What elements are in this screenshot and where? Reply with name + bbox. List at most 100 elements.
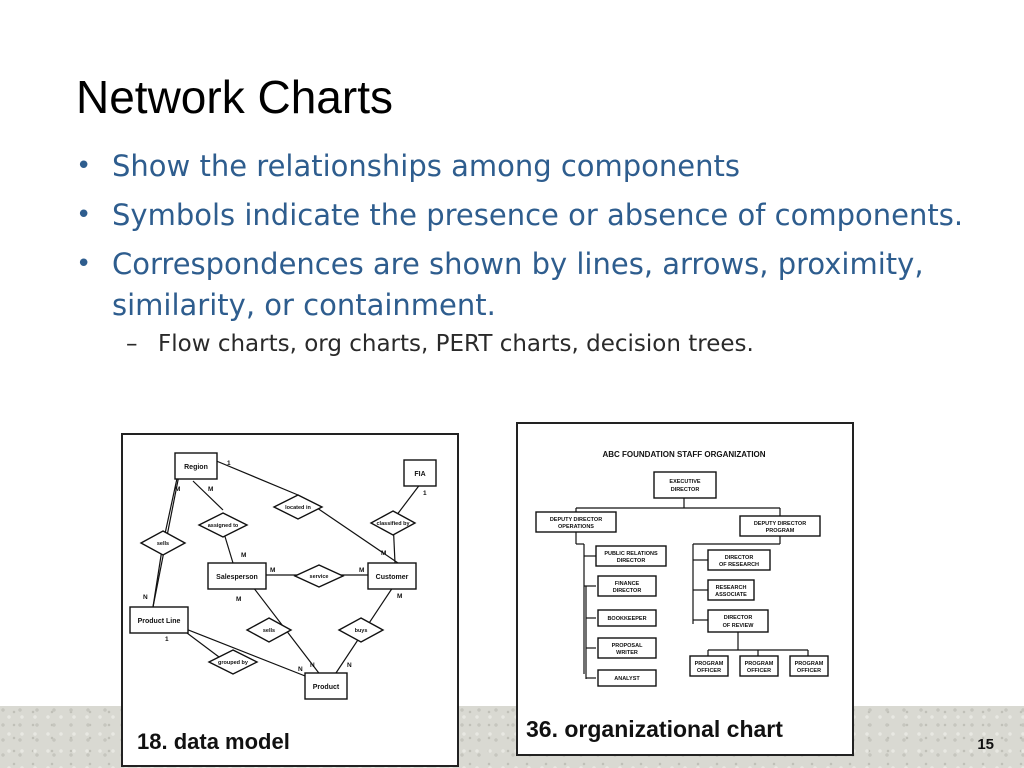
org-box <box>707 609 769 633</box>
bullet-item: • Correspondences are shown by lines, ar… <box>76 244 976 326</box>
multiplicity-label: M <box>241 552 246 559</box>
relation-diamond <box>197 512 249 538</box>
org-box <box>739 655 779 677</box>
entity-box <box>367 562 417 590</box>
relation-label: classified by <box>376 521 410 527</box>
bullet-glyph: • <box>76 200 92 230</box>
entity-label: Product Line <box>138 618 181 625</box>
org-box-label: OFFICER <box>697 668 721 674</box>
entity-box <box>174 452 218 480</box>
page-number: 15 <box>977 736 994 753</box>
relation-diamond <box>293 564 345 588</box>
org-box-label: PROPOSAL <box>612 643 644 649</box>
multiplicity-label: N <box>347 662 352 669</box>
org-box <box>597 637 657 659</box>
multiplicity-label: 1 <box>423 490 427 497</box>
figure-caption: 36. organizational chart <box>526 716 783 742</box>
org-box-label: OFFICER <box>797 668 821 674</box>
org-box-label: DEPUTY DIRECTOR <box>550 517 602 523</box>
org-box-label: OF REVIEW <box>723 623 755 629</box>
slide-title: Network Charts <box>76 71 393 123</box>
org-box-label: OF RESEARCH <box>719 562 759 568</box>
entity-box <box>129 606 189 634</box>
org-box-label: PUBLIC RELATIONS <box>604 551 658 557</box>
entity-label: Product <box>313 684 340 691</box>
org-box <box>689 655 729 677</box>
multiplicity-label: M <box>208 486 213 493</box>
relation-label: located in <box>285 505 311 511</box>
entity-box <box>304 672 348 700</box>
data-model-diagram: Region FIA Salesperson Customer Product … <box>129 452 437 700</box>
entity-label: Salesperson <box>216 574 258 581</box>
multiplicity-label: M <box>381 550 386 557</box>
multiplicity-label: 1 <box>165 636 169 643</box>
bullet-glyph: • <box>76 151 92 181</box>
org-chart-heading: ABC FOUNDATION STAFF ORGANIZATION <box>602 450 765 459</box>
org-box <box>653 471 717 499</box>
org-box-label: OFFICER <box>747 668 771 674</box>
org-box <box>789 655 829 677</box>
org-box-label: EXECUTIVE <box>669 479 701 485</box>
org-box-label: DIRECTOR <box>724 615 753 621</box>
multiplicity-label: M <box>397 593 402 600</box>
org-chart-figure: ABC FOUNDATION STAFF ORGANIZATION <box>516 422 854 756</box>
org-box-label: BOOKKEEPER <box>607 616 646 622</box>
org-box-label: DIRECTOR <box>671 487 700 493</box>
org-box-label: DEPUTY DIRECTOR <box>754 521 806 527</box>
org-box-label: ANALYST <box>614 676 640 682</box>
sub-bullet-text: Flow charts, org charts, PERT charts, de… <box>158 331 754 357</box>
org-box <box>739 515 821 537</box>
entity-label: FIA <box>414 471 425 478</box>
relation-diamond <box>369 510 417 536</box>
data-model-figure: Region FIA Salesperson Customer Product … <box>121 433 459 767</box>
figure-caption: 18. data model <box>137 729 290 754</box>
multiplicity-label: N <box>143 594 148 601</box>
entity-box <box>403 459 437 487</box>
org-box-label: OPERATIONS <box>558 524 594 530</box>
bullet-item: • Symbols indicate the presence or absen… <box>76 195 976 236</box>
relation-diamond <box>337 617 385 643</box>
org-box-label: RESEARCH <box>716 585 747 591</box>
multiplicity-label: N <box>310 662 315 669</box>
org-box-label: WRITER <box>616 650 638 656</box>
bullet-list: • Show the relationships among component… <box>76 146 976 360</box>
bullet-glyph: • <box>76 249 92 279</box>
relation-label: buys <box>355 628 368 634</box>
relation-diamond <box>272 494 324 520</box>
multiplicity-label: M <box>270 567 275 574</box>
multiplicity-label: 1 <box>227 460 231 467</box>
org-box-label: FINANCE <box>615 581 640 587</box>
relation-diamond <box>139 530 187 556</box>
org-box-label: PROGRAM <box>745 661 774 667</box>
bullet-text: Symbols indicate the presence or absence… <box>112 198 964 232</box>
entity-box <box>207 562 267 590</box>
multiplicity-label: N <box>298 666 303 673</box>
org-box-label: PROGRAM <box>795 661 824 667</box>
org-chart-diagram: ABC FOUNDATION STAFF ORGANIZATION <box>535 450 829 687</box>
relation-diamond <box>245 617 293 643</box>
dash-glyph: – <box>126 331 138 357</box>
org-box-label: DIRECTOR <box>725 555 754 561</box>
multiplicity-label: M <box>236 596 241 603</box>
relation-label: service <box>310 574 329 580</box>
org-box-label: DIRECTOR <box>613 588 642 594</box>
org-box-label: PROGRAM <box>695 661 724 667</box>
org-box <box>535 511 617 533</box>
relation-label: grouped by <box>218 660 249 666</box>
org-box <box>595 545 667 567</box>
relation-label: sells <box>157 541 169 547</box>
sub-bullet-item: – Flow charts, org charts, PERT charts, … <box>76 328 976 360</box>
relation-label: assigned to <box>208 523 239 529</box>
entity-label: Customer <box>376 574 409 581</box>
org-box-label: ASSOCIATE <box>715 592 747 598</box>
org-box-label: DIRECTOR <box>617 558 646 564</box>
bullet-item: • Show the relationships among component… <box>76 146 976 187</box>
org-box <box>597 575 657 597</box>
relation-label: sells <box>263 628 275 634</box>
entity-label: Region <box>184 464 208 471</box>
relation-diamond <box>207 649 259 675</box>
org-box <box>707 579 755 601</box>
bullet-text: Show the relationships among components <box>112 149 741 183</box>
multiplicity-label: M <box>359 567 364 574</box>
bullet-text: Correspondences are shown by lines, arro… <box>112 247 924 322</box>
